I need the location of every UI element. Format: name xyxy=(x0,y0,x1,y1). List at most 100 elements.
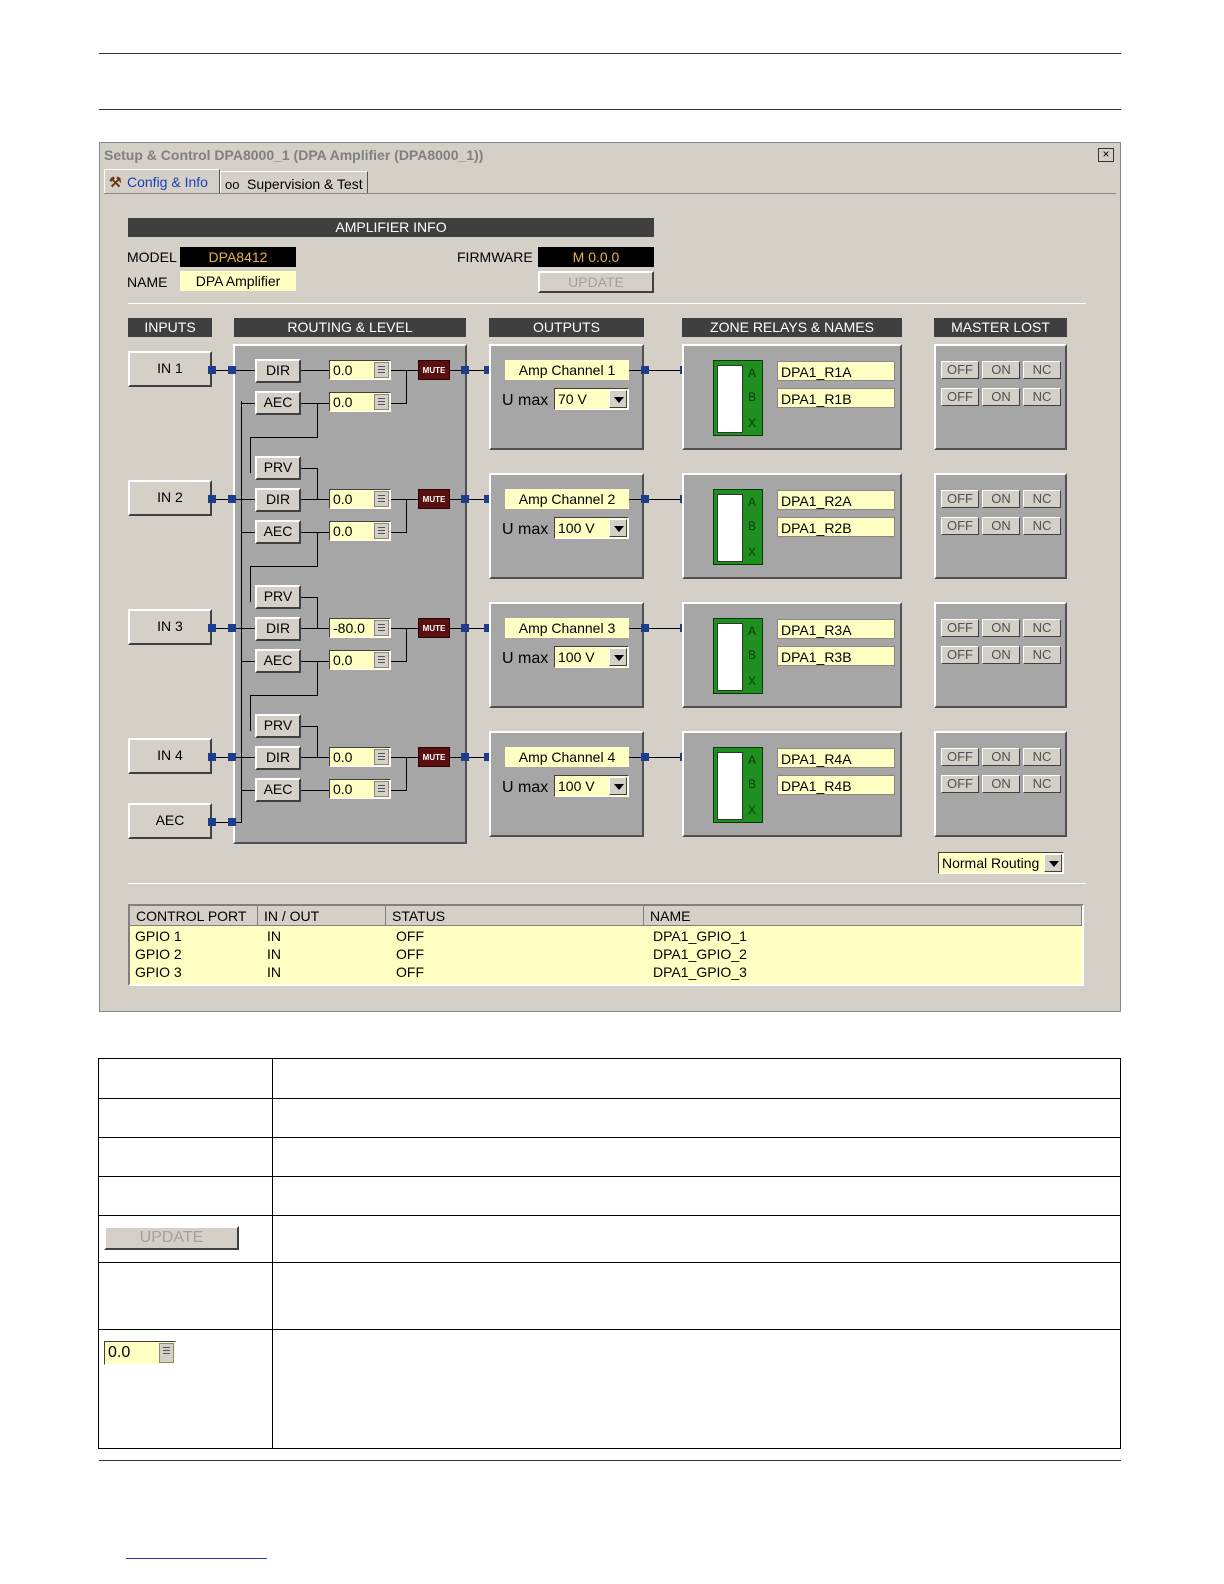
dir-level-spinner[interactable]: 0.0 xyxy=(329,360,391,380)
zone-name-a[interactable]: DPA1_R2A xyxy=(777,490,895,510)
nc-button[interactable]: NC xyxy=(1023,619,1061,637)
nc-button[interactable]: NC xyxy=(1023,517,1061,535)
chevron-down-icon[interactable] xyxy=(1044,854,1062,872)
inputs-header: INPUTS xyxy=(128,318,212,337)
on-button[interactable]: ON xyxy=(982,748,1020,766)
spin-arrows-icon[interactable] xyxy=(374,394,389,410)
spin-arrows-icon[interactable] xyxy=(374,620,389,636)
level-spinner-sample[interactable]: 0.0 xyxy=(104,1341,176,1365)
routing-mode-select[interactable]: Normal Routing xyxy=(938,852,1064,874)
column-header[interactable]: STATUS xyxy=(386,906,644,926)
aec-level-spinner[interactable]: 0.0 xyxy=(329,521,391,541)
zone-name-b[interactable]: DPA1_R2B xyxy=(777,517,895,537)
umax-select[interactable]: 100 V xyxy=(554,775,629,797)
aec-level-spinner[interactable]: 0.0 xyxy=(329,779,391,799)
on-button[interactable]: ON xyxy=(982,361,1020,379)
update-button-sample[interactable]: UPDATE xyxy=(104,1226,239,1250)
on-button[interactable]: ON xyxy=(982,388,1020,406)
update-button[interactable]: UPDATE xyxy=(538,271,654,293)
off-button[interactable]: OFF xyxy=(941,388,979,406)
chevron-down-icon[interactable] xyxy=(609,390,627,408)
prv-button[interactable]: PRV xyxy=(255,585,301,609)
mute-button[interactable]: MUTE xyxy=(418,747,450,767)
aec-button[interactable]: AEC xyxy=(255,391,301,415)
column-header[interactable]: NAME xyxy=(644,906,1082,926)
off-button[interactable]: OFF xyxy=(941,517,979,535)
zone-name-a[interactable]: DPA1_R4A xyxy=(777,748,895,768)
umax-select[interactable]: 100 V xyxy=(554,646,629,668)
spin-arrows-icon[interactable] xyxy=(374,652,389,668)
wire xyxy=(301,532,329,533)
umax-select[interactable]: 100 V xyxy=(554,517,629,539)
nc-button[interactable]: NC xyxy=(1023,748,1061,766)
off-button[interactable]: OFF xyxy=(941,646,979,664)
on-button[interactable]: ON xyxy=(982,646,1020,664)
mute-button[interactable]: MUTE xyxy=(418,360,450,380)
spin-arrows-icon[interactable] xyxy=(374,362,389,378)
nc-button[interactable]: NC xyxy=(1023,646,1061,664)
spin-arrows-icon[interactable] xyxy=(374,491,389,507)
dir-button[interactable]: DIR xyxy=(255,617,301,641)
on-button[interactable]: ON xyxy=(982,490,1020,508)
on-button[interactable]: ON xyxy=(982,619,1020,637)
input-in4-button[interactable]: IN 4 xyxy=(128,738,212,774)
chevron-down-icon[interactable] xyxy=(609,648,627,666)
zone-name-a[interactable]: DPA1_R1A xyxy=(777,361,895,381)
input-in3-button[interactable]: IN 3 xyxy=(128,609,212,645)
nc-button[interactable]: NC xyxy=(1023,490,1061,508)
mute-button[interactable]: MUTE xyxy=(418,618,450,638)
spin-arrows-icon[interactable] xyxy=(374,749,389,765)
input-in1-button[interactable]: IN 1 xyxy=(128,351,212,387)
aec-level-spinner[interactable]: 0.0 xyxy=(329,392,391,412)
nc-button[interactable]: NC xyxy=(1023,361,1061,379)
dir-button[interactable]: DIR xyxy=(255,488,301,512)
zone-name-b[interactable]: DPA1_R3B xyxy=(777,646,895,666)
spin-arrows-icon[interactable] xyxy=(159,1343,174,1363)
aec-level-spinner[interactable]: 0.0 xyxy=(329,650,391,670)
prv-button[interactable]: PRV xyxy=(255,714,301,738)
input-in2-button[interactable]: IN 2 xyxy=(128,480,212,516)
chevron-down-icon[interactable] xyxy=(609,519,627,537)
off-button[interactable]: OFF xyxy=(941,775,979,793)
mute-button[interactable]: MUTE xyxy=(418,489,450,509)
off-button[interactable]: OFF xyxy=(941,361,979,379)
nc-button[interactable]: NC xyxy=(1023,775,1061,793)
nc-button[interactable]: NC xyxy=(1023,388,1061,406)
aec-button[interactable]: AEC xyxy=(255,649,301,673)
umax-select[interactable]: 70 V xyxy=(554,388,629,410)
wire xyxy=(391,403,407,404)
prv-button[interactable]: PRV xyxy=(255,456,301,480)
on-button[interactable]: ON xyxy=(982,517,1020,535)
on-button[interactable]: ON xyxy=(982,775,1020,793)
off-button[interactable]: OFF xyxy=(941,490,979,508)
input-aec-button[interactable]: AEC xyxy=(128,803,212,839)
connector xyxy=(641,495,649,503)
aec-button[interactable]: AEC xyxy=(255,778,301,802)
tab-config-info[interactable]: ⚒Config & Info xyxy=(104,169,220,194)
chevron-down-icon[interactable] xyxy=(609,777,627,795)
umax-value: 100 V xyxy=(558,520,595,536)
dir-level-spinner[interactable]: -80.0 xyxy=(329,618,391,638)
column-header[interactable]: CONTROL PORT xyxy=(130,906,258,926)
dir-level-spinner[interactable]: 0.0 xyxy=(329,489,391,509)
zone-name-b[interactable]: DPA1_R1B xyxy=(777,388,895,408)
tab-label: Supervision & Test xyxy=(247,176,363,192)
spin-arrows-icon[interactable] xyxy=(374,523,389,539)
connector xyxy=(208,818,216,826)
dir-level-spinner[interactable]: 0.0 xyxy=(329,747,391,767)
off-button[interactable]: OFF xyxy=(941,619,979,637)
aec-button[interactable]: AEC xyxy=(255,520,301,544)
dir-button[interactable]: DIR xyxy=(255,359,301,383)
wire xyxy=(301,661,329,662)
column-header[interactable]: IN / OUT xyxy=(258,906,386,926)
umax-value: 100 V xyxy=(558,649,595,665)
zone-name-b[interactable]: DPA1_R4B xyxy=(777,775,895,795)
spin-arrows-icon[interactable] xyxy=(374,781,389,797)
model-label: MODEL xyxy=(127,249,177,265)
dir-button[interactable]: DIR xyxy=(255,746,301,770)
close-button[interactable]: × xyxy=(1098,148,1114,162)
off-button[interactable]: OFF xyxy=(941,748,979,766)
zone-name-a[interactable]: DPA1_R3A xyxy=(777,619,895,639)
table-row-divider xyxy=(99,1098,1120,1099)
